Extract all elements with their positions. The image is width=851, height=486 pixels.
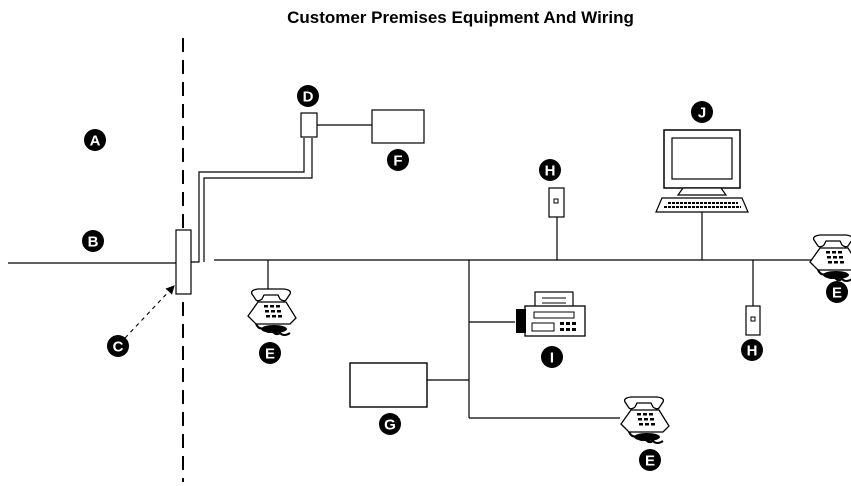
telephone-icon (247, 288, 297, 336)
svg-text:E: E (265, 346, 275, 363)
callout-h-lower: H (741, 339, 763, 361)
svg-text:I: I (550, 350, 554, 367)
callout-e-right: E (826, 281, 848, 303)
svg-text:E: E (832, 285, 842, 302)
telephone-icon (620, 396, 670, 444)
svg-text:B: B (88, 234, 99, 251)
callout-e-left: E (259, 342, 281, 364)
fax-machine-icon (516, 291, 586, 337)
svg-text:D: D (303, 89, 314, 106)
wall-jack-icon (745, 305, 761, 336)
svg-text:A: A (90, 133, 101, 150)
callout-e-bottom: E (639, 449, 661, 471)
g-box (349, 362, 428, 408)
callout-f: F (387, 149, 409, 171)
svg-text:F: F (393, 153, 402, 170)
svg-text:H: H (747, 343, 758, 360)
wall-jack-icon (548, 187, 565, 218)
diagram-title: Customer Premises Equipment And Wiring (287, 8, 634, 27)
svg-text:G: G (384, 417, 396, 434)
callout-b: B (82, 230, 104, 252)
callout-d: D (297, 85, 319, 107)
svg-text:C: C (113, 339, 124, 356)
svg-text:E: E (645, 453, 655, 470)
callout-i: I (541, 346, 563, 368)
callout-g: G (379, 413, 401, 435)
nid-pointer-arrow (124, 285, 175, 339)
callout-j: J (691, 101, 713, 123)
d-box (300, 112, 318, 138)
computer-icon (655, 129, 749, 213)
callout-h-upper: H (539, 159, 561, 181)
svg-text:H: H (545, 163, 556, 180)
telephone-icon (809, 234, 851, 282)
callout-a: A (84, 129, 106, 151)
network-interface-device (175, 229, 192, 295)
svg-text:J: J (698, 105, 706, 122)
f-box (371, 109, 425, 144)
callout-c: C (107, 335, 129, 357)
double-line-inner (203, 138, 313, 262)
double-line-outer (191, 138, 305, 263)
